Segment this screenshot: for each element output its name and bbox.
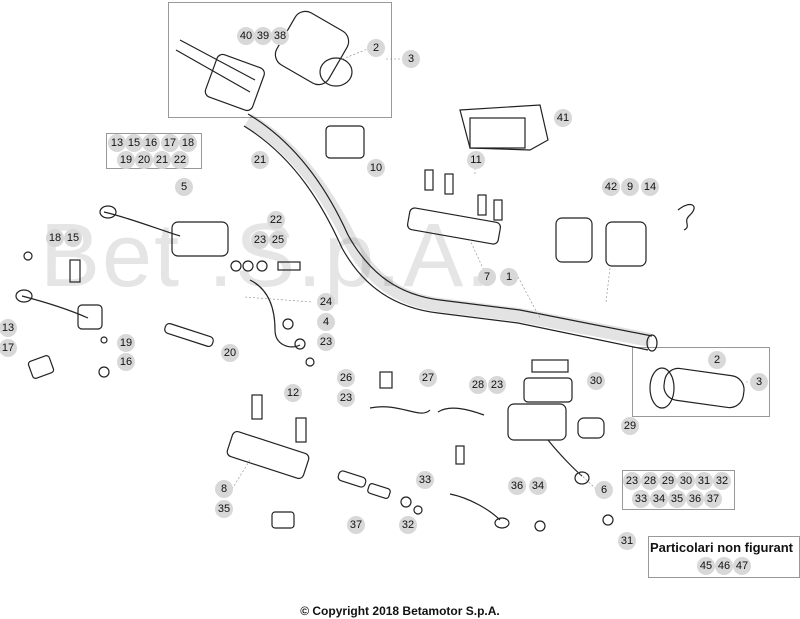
callout-34: 34 bbox=[650, 490, 668, 508]
callout-36: 36 bbox=[508, 477, 526, 495]
callout-18: 18 bbox=[179, 134, 197, 152]
callout-35: 35 bbox=[668, 490, 686, 508]
callout-20: 20 bbox=[221, 344, 239, 362]
callout-6: 6 bbox=[595, 481, 613, 499]
callout-3: 3 bbox=[402, 50, 420, 68]
callout-42: 42 bbox=[602, 178, 620, 196]
callout-2: 2 bbox=[367, 39, 385, 57]
callout-32: 32 bbox=[713, 472, 731, 490]
callout-2: 2 bbox=[708, 351, 726, 369]
callout-45: 45 bbox=[697, 557, 715, 575]
callout-28: 28 bbox=[641, 472, 659, 490]
callout-39: 39 bbox=[254, 27, 272, 45]
callout-22: 22 bbox=[267, 211, 285, 229]
callout-33: 33 bbox=[416, 471, 434, 489]
callout-46: 46 bbox=[715, 557, 733, 575]
callout-23: 23 bbox=[251, 231, 269, 249]
callout-47: 47 bbox=[733, 557, 751, 575]
non-figurant-title: Particolari non figurant bbox=[650, 540, 794, 555]
watermark-text: Bet .S.p.A. bbox=[40, 206, 493, 306]
callout-31: 31 bbox=[695, 472, 713, 490]
callout-41: 41 bbox=[554, 109, 572, 127]
callout-14: 14 bbox=[641, 178, 659, 196]
copyright-notice: © Copyright 2018 Betamotor S.p.A. bbox=[300, 604, 500, 618]
callout-19: 19 bbox=[117, 334, 135, 352]
callout-34: 34 bbox=[529, 477, 547, 495]
callout-32: 32 bbox=[399, 516, 417, 534]
callout-23: 23 bbox=[488, 376, 506, 394]
callout-29: 29 bbox=[659, 472, 677, 490]
callout-13: 13 bbox=[0, 319, 17, 337]
callout-15: 15 bbox=[125, 134, 143, 152]
callout-20: 20 bbox=[135, 151, 153, 169]
callout-28: 28 bbox=[469, 376, 487, 394]
throttle-group-box bbox=[168, 2, 392, 118]
callout-29: 29 bbox=[621, 417, 639, 435]
callout-4: 4 bbox=[317, 313, 335, 331]
callout-18: 18 bbox=[46, 229, 64, 247]
callout-3: 3 bbox=[750, 373, 768, 391]
callout-30: 30 bbox=[587, 372, 605, 390]
callout-23: 23 bbox=[337, 389, 355, 407]
callout-25: 25 bbox=[269, 231, 287, 249]
callout-16: 16 bbox=[117, 353, 135, 371]
callout-23: 23 bbox=[317, 333, 335, 351]
callout-21: 21 bbox=[251, 151, 269, 169]
callout-19: 19 bbox=[117, 151, 135, 169]
callout-16: 16 bbox=[142, 134, 160, 152]
callout-13: 13 bbox=[108, 134, 126, 152]
callout-21: 21 bbox=[153, 151, 171, 169]
callout-15: 15 bbox=[64, 229, 82, 247]
callout-17: 17 bbox=[0, 339, 17, 357]
callout-23: 23 bbox=[623, 472, 641, 490]
callout-37: 37 bbox=[704, 490, 722, 508]
callout-17: 17 bbox=[161, 134, 179, 152]
callout-37: 37 bbox=[347, 516, 365, 534]
callout-36: 36 bbox=[686, 490, 704, 508]
callout-5: 5 bbox=[175, 178, 193, 196]
callout-22: 22 bbox=[171, 151, 189, 169]
callout-38: 38 bbox=[271, 27, 289, 45]
callout-40: 40 bbox=[237, 27, 255, 45]
callout-33: 33 bbox=[632, 490, 650, 508]
callout-10: 10 bbox=[367, 159, 385, 177]
callout-12: 12 bbox=[284, 384, 302, 402]
callout-9: 9 bbox=[621, 178, 639, 196]
callout-30: 30 bbox=[677, 472, 695, 490]
callout-24: 24 bbox=[317, 293, 335, 311]
callout-8: 8 bbox=[215, 480, 233, 498]
callout-1: 1 bbox=[500, 268, 518, 286]
callout-7: 7 bbox=[478, 268, 496, 286]
callout-26: 26 bbox=[337, 369, 355, 387]
callout-31: 31 bbox=[618, 532, 636, 550]
callout-27: 27 bbox=[419, 369, 437, 387]
callout-11: 11 bbox=[467, 151, 485, 169]
callout-35: 35 bbox=[215, 500, 233, 518]
